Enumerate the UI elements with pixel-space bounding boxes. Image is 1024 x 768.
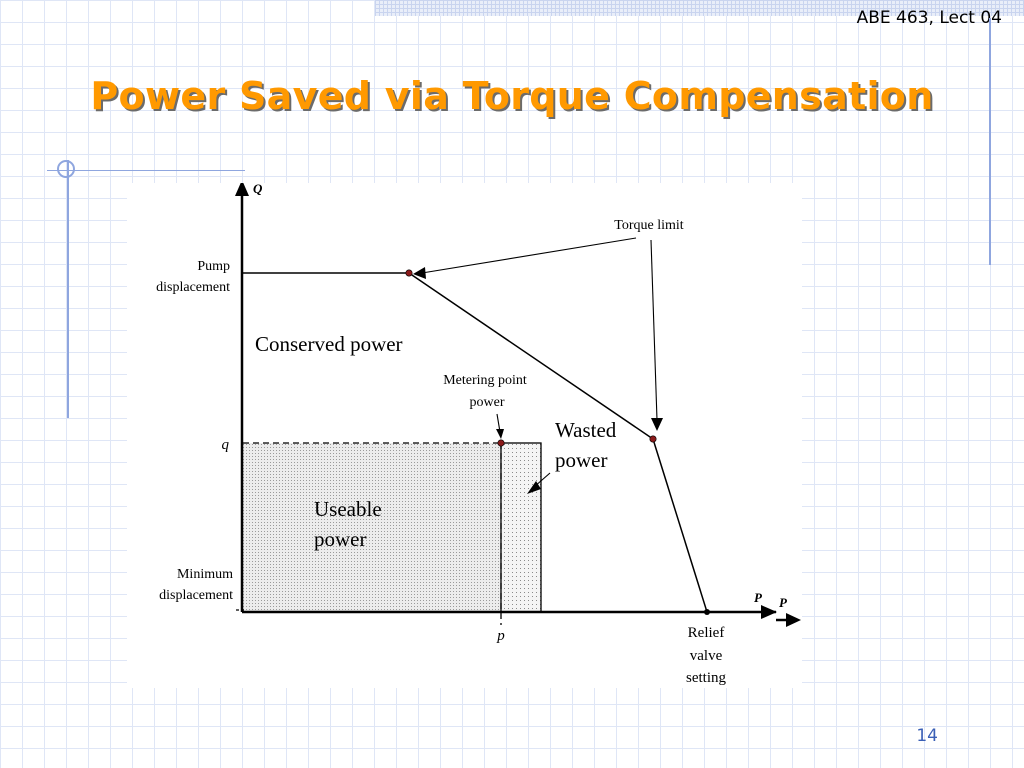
torque-limit-label: Torque limit <box>614 218 684 233</box>
wasted-power-label-line1: Wasted <box>555 418 617 442</box>
x-axis-arrowhead-outer <box>786 613 801 627</box>
q-label: q <box>222 437 230 453</box>
torque-limit-arrowhead-2 <box>651 418 663 431</box>
pump-displacement-label-line2: displacement <box>156 280 230 295</box>
useable-power-label-line1: Useable <box>314 497 382 521</box>
course-label: ABE 463, Lect 04 <box>856 8 1002 28</box>
relief-valve-point <box>704 609 710 615</box>
x-axis-label-inner: P <box>754 590 763 605</box>
metering-point <box>497 439 505 447</box>
torque-limit-arrow-1 <box>421 237 637 274</box>
pressure-cutoff-segment <box>652 438 708 613</box>
relief-valve-label-line3: setting <box>686 670 726 686</box>
torque-compensation-diagram: Q P P Pump displacement q p Minimum disp… <box>156 183 801 686</box>
torque-limit-point-2 <box>649 435 657 443</box>
minimum-displacement-label-line2: displacement <box>159 588 233 603</box>
wasted-power-label-line2: power <box>555 448 607 472</box>
header-pattern-bar <box>375 0 1024 16</box>
x-axis-arrowhead-inner <box>761 605 777 619</box>
useable-power-label-line2: power <box>314 527 366 551</box>
wasted-power-arrowhead <box>527 481 541 494</box>
slide-title: Power Saved via Torque Compensation <box>90 74 934 118</box>
decorative-vertical-line-right <box>989 18 991 265</box>
page-number: 14 <box>916 726 938 746</box>
conserved-power-label: Conserved power <box>255 332 403 356</box>
pump-displacement-label-line1: Pump <box>197 259 230 274</box>
torque-limit-point-1 <box>405 269 413 277</box>
useable-power-region <box>243 443 501 612</box>
torque-limit-segment <box>408 272 654 440</box>
y-axis-label: Q <box>253 183 263 196</box>
p-label: p <box>496 628 505 644</box>
relief-valve-label-line2: valve <box>690 648 723 664</box>
minimum-displacement-label-line1: Minimum <box>177 567 233 582</box>
decorative-ring <box>57 160 75 178</box>
diagram-canvas: Q P P Pump displacement q p Minimum disp… <box>127 183 802 688</box>
relief-valve-label-line1: Relief <box>688 625 725 641</box>
metering-loss-region <box>500 442 542 613</box>
metering-arrowhead <box>496 429 504 439</box>
metering-point-label-line1: Metering point <box>443 373 527 388</box>
x-axis-label-outer: P <box>779 595 788 610</box>
torque-limit-arrow-2 <box>650 239 658 421</box>
metering-point-label-line2: power <box>470 395 505 410</box>
decorative-horizontal-line <box>47 170 245 171</box>
torque-limit-arrowhead-1 <box>413 267 426 279</box>
y-axis-arrowhead <box>235 183 249 196</box>
decorative-vertical-line-left <box>67 160 69 418</box>
